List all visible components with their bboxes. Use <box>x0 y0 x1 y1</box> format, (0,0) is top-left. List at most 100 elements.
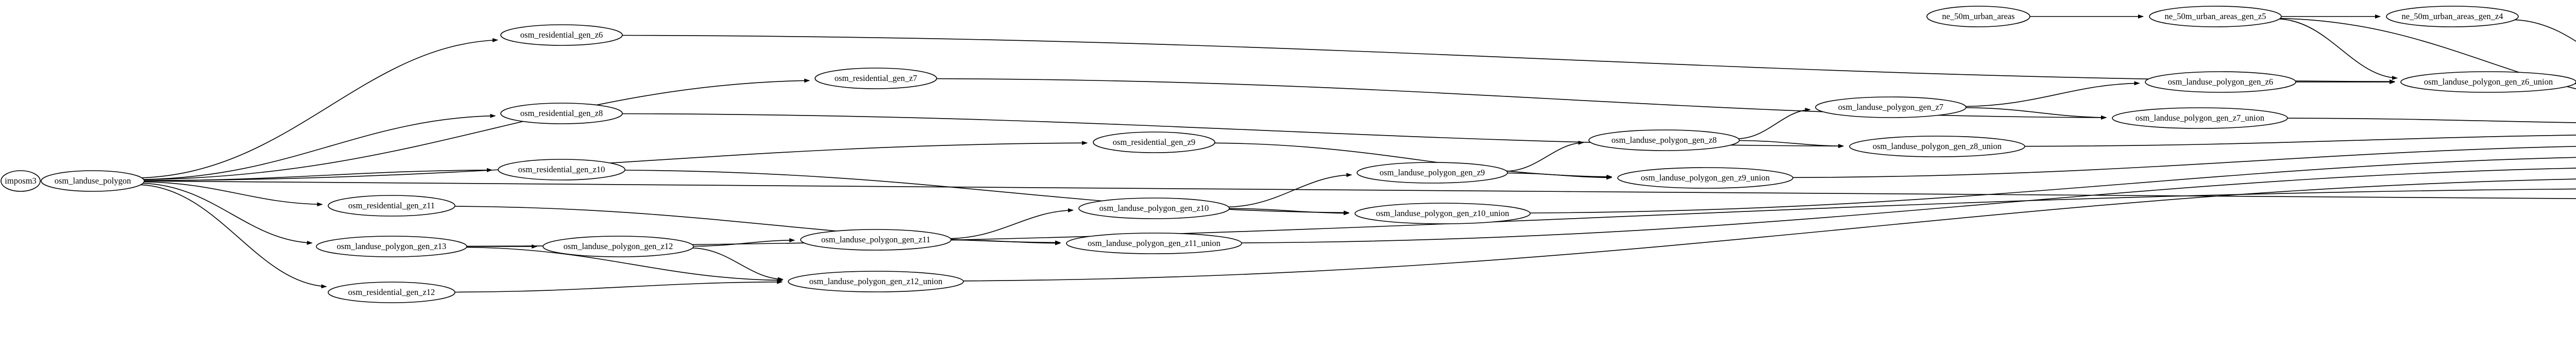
edge-osm_landuse_polygon_gen_z11_union--to--layer_landuse:z11 <box>1241 168 2576 243</box>
edge-osm_landuse_polygon_gen_z10--to--osm_landuse_polygon_gen_z10_union <box>1229 208 1349 216</box>
node-ellipse <box>800 229 952 251</box>
edge-osm_landuse_polygon_gen_z9--to--osm_landuse_polygon_gen_z9_union <box>1507 172 1612 180</box>
node-osm_landuse_polygon_gen_z6_union[interactable]: osm_landuse_polygon_gen_z6_union <box>2400 71 2576 93</box>
node-osm_landuse_polygon_gen_z13[interactable]: osm_landuse_polygon_gen_z13 <box>316 236 467 257</box>
node-ellipse <box>1815 96 1967 118</box>
node-label: osm_residential_gen_z10 <box>518 164 605 174</box>
node-ellipse <box>815 68 937 89</box>
edge-osm_landuse_polygon_gen_z10--to--osm_landuse_polygon_gen_z9 <box>1228 173 1352 208</box>
node-ne_50m_urban_areas[interactable]: ne_50m_urban_areas <box>1926 6 2030 27</box>
node-ellipse <box>1 170 41 192</box>
node-ellipse <box>498 159 625 180</box>
node-osm_residential_gen_z7[interactable]: osm_residential_gen_z7 <box>815 68 937 89</box>
node-label: osm_landuse_polygon <box>55 176 131 186</box>
node-osm_landuse_polygon_gen_z6[interactable]: osm_landuse_polygon_gen_z6 <box>2145 71 2296 93</box>
node-label: osm_landuse_polygon_gen_z8_union <box>1873 141 2002 151</box>
node-osm_landuse_polygon_gen_z10_union[interactable]: osm_landuse_polygon_gen_z10_union <box>1354 203 1531 224</box>
node-osm_landuse_polygon[interactable]: osm_landuse_polygon <box>41 170 145 192</box>
node-ellipse <box>1588 129 1740 151</box>
node-ellipse <box>1078 198 1230 219</box>
node-ellipse <box>788 271 964 292</box>
node-label: osm_landuse_polygon_gen_z9 <box>1380 168 1485 177</box>
node-ellipse <box>2149 6 2282 27</box>
edge-osm_landuse_polygon_gen_z9--to--osm_landuse_polygon_gen_z8 <box>1506 140 1584 172</box>
node-osm_landuse_polygon_gen_z11[interactable]: osm_landuse_polygon_gen_z11 <box>800 229 952 251</box>
edge-osm_landuse_polygon_gen_z7--to--osm_landuse_polygon_gen_z7_union <box>1965 107 2107 120</box>
node-ellipse <box>1093 131 1215 153</box>
node-ellipse <box>1066 233 1242 254</box>
node-label: osm_residential_gen_z7 <box>835 73 917 83</box>
node-osm_landuse_polygon_gen_z12[interactable]: osm_landuse_polygon_gen_z12 <box>543 236 694 257</box>
node-imposm3[interactable]: imposm3 <box>1 170 41 192</box>
node-osm_landuse_polygon_gen_z11_union[interactable]: osm_landuse_polygon_gen_z11_union <box>1066 233 1242 254</box>
node-label: osm_landuse_polygon_gen_z7_union <box>2136 113 2264 123</box>
node-label: osm_landuse_polygon_gen_z10 <box>1099 203 1209 213</box>
node-label: osm_landuse_polygon_gen_z9_union <box>1641 173 1770 183</box>
edge-osm_landuse_polygon_gen_z8_union--to--layer_landuse:z8 <box>2024 135 2576 147</box>
node-osm_residential_gen_z11[interactable]: osm_residential_gen_z11 <box>328 195 455 217</box>
node-ellipse <box>543 236 694 257</box>
node-osm_residential_gen_z9[interactable]: osm_residential_gen_z9 <box>1093 131 1215 153</box>
node-label: osm_residential_gen_z8 <box>520 108 603 118</box>
edge-osm_landuse_polygon_gen_z8--to--osm_landuse_polygon_gen_z8_union <box>1739 140 1844 149</box>
node-osm_landuse_polygon_gen_z9[interactable]: osm_landuse_polygon_gen_z9 <box>1357 162 1508 184</box>
node-ellipse <box>1926 6 2030 27</box>
node-osm_landuse_polygon_gen_z9_union[interactable]: osm_landuse_polygon_gen_z9_union <box>1617 167 1793 189</box>
node-osm_landuse_polygon_gen_z8[interactable]: osm_landuse_polygon_gen_z8 <box>1588 129 1740 151</box>
node-ellipse <box>2386 6 2519 27</box>
node-label: osm_landuse_polygon_gen_z7 <box>1838 102 1943 112</box>
node-label: osm_landuse_polygon_gen_z11_union <box>1088 238 1221 248</box>
node-label: osm_residential_gen_z11 <box>348 201 435 210</box>
edge-osm_landuse_polygon_gen_z7--to--osm_landuse_polygon_gen_z6 <box>1965 81 2140 107</box>
node-label: osm_residential_gen_z9 <box>1113 137 1195 147</box>
node-osm_residential_gen_z6[interactable]: osm_residential_gen_z6 <box>500 24 623 46</box>
node-label: osm_landuse_polygon_gen_z10_union <box>1376 208 1509 218</box>
node-ellipse <box>500 103 623 124</box>
node-ellipse <box>2112 107 2288 129</box>
node-label: ne_50m_urban_areas_gen_z4 <box>2401 11 2503 21</box>
edge-osm_landuse_polygon_gen_z12--to--osm_landuse_polygon_gen_z11 <box>693 238 795 247</box>
node-label: osm_landuse_polygon_gen_z6_union <box>2424 77 2553 87</box>
edge-ne_50m_urban_areas_gen_z5--to--osm_landuse_polygon_gen_z6_union <box>2279 19 2398 80</box>
edge-osm_residential_gen_z10--to--osm_landuse_polygon_gen_z10_union <box>624 170 1350 215</box>
node-label: osm_landuse_polygon_gen_z6 <box>2168 77 2273 87</box>
edge-osm_landuse_polygon_gen_z12_union--to--layer_landuse:z12 <box>962 178 2576 282</box>
edge-osm_landuse_polygon_gen_z10_union--to--layer_landuse:z10 <box>1530 157 2576 213</box>
edge-osm_landuse_polygon_gen_z13--to--osm_landuse_polygon_gen_z12_union <box>466 246 783 283</box>
edge-osm_landuse_polygon--to--osm_residential_gen_z8 <box>143 113 496 180</box>
node-label: osm_landuse_polygon_gen_z13 <box>337 241 447 251</box>
node-osm_landuse_polygon_gen_z8_union[interactable]: osm_landuse_polygon_gen_z8_union <box>1849 136 2025 157</box>
node-ellipse <box>328 195 455 217</box>
node-osm_landuse_polygon_gen_z10[interactable]: osm_landuse_polygon_gen_z10 <box>1078 198 1230 219</box>
node-ellipse <box>2145 71 2296 93</box>
node-ellipse <box>41 170 145 192</box>
node-osm_landuse_polygon_gen_z12_union[interactable]: osm_landuse_polygon_gen_z12_union <box>788 271 964 292</box>
node-osm_landuse_polygon_gen_z7_union[interactable]: osm_landuse_polygon_gen_z7_union <box>2112 107 2288 129</box>
node-osm_landuse_polygon_gen_z7[interactable]: osm_landuse_polygon_gen_z7 <box>1815 96 1967 118</box>
node-ellipse <box>328 282 455 303</box>
nodes-layer: imposm3 osm_landuse_polygon osm_residentia… <box>1 6 2576 303</box>
node-label: ne_50m_urban_areas <box>1942 11 2014 21</box>
node-label: osm_landuse_polygon_gen_z12 <box>564 241 673 251</box>
edge-ne_50m_urban_areas_gen_z5--to--layer_landuse:z5 <box>2280 18 2576 90</box>
node-ellipse <box>2400 71 2576 93</box>
node-osm_residential_gen_z12[interactable]: osm_residential_gen_z12 <box>328 282 455 303</box>
edge-osm_landuse_polygon_gen_z9_union--to--layer_landuse:z9 <box>1792 146 2576 178</box>
node-ne_50m_urban_areas_gen_z5[interactable]: ne_50m_urban_areas_gen_z5 <box>2149 6 2282 27</box>
edge-osm_landuse_polygon--to--osm_residential_gen_z11 <box>144 181 323 207</box>
node-ellipse <box>1617 167 1793 189</box>
node-osm_residential_gen_z8[interactable]: osm_residential_gen_z8 <box>500 103 623 124</box>
node-osm_residential_gen_z10[interactable]: osm_residential_gen_z10 <box>498 159 625 180</box>
edge-ne_50m_urban_areas_gen_z4--to--layer_landuse:z4 <box>2515 19 2576 42</box>
edge-osm_landuse_polygon_gen_z12--to--osm_landuse_polygon_gen_z12_union <box>692 248 784 282</box>
node-ellipse <box>500 24 623 46</box>
edge-osm_landuse_polygon--to--osm_residential_gen_z6 <box>142 38 498 178</box>
node-label: ne_50m_urban_areas_gen_z5 <box>2164 11 2266 21</box>
edge-osm_landuse_polygon--to--osm_residential_gen_z7 <box>144 78 810 180</box>
edge-osm_landuse_polygon--to--osm_residential_gen_z12 <box>141 184 327 289</box>
edge-osm_landuse_polygon_gen_z7_union--to--layer_landuse:z7 <box>2287 118 2576 123</box>
node-ne_50m_urban_areas_gen_z4[interactable]: ne_50m_urban_areas_gen_z4 <box>2386 6 2519 27</box>
edge-osm_landuse_polygon_gen_z11--to--osm_landuse_polygon_gen_z11_union <box>951 239 1061 245</box>
edge-osm_landuse_polygon_gen_z8--to--osm_landuse_polygon_gen_z7 <box>1738 108 1811 139</box>
